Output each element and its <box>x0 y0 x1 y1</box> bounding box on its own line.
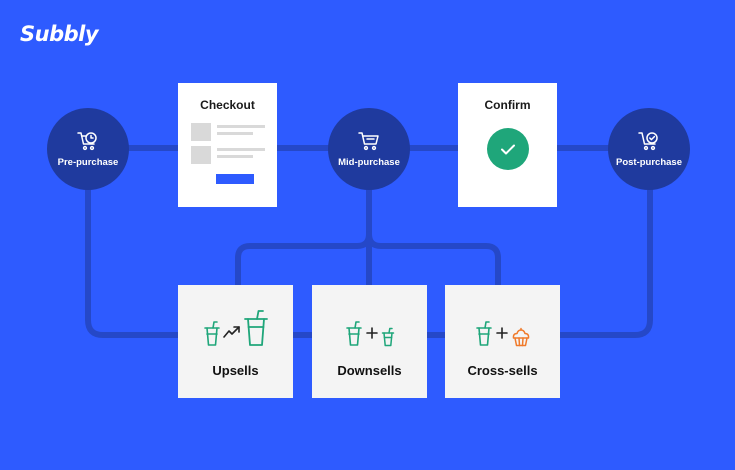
cup-icon <box>243 310 268 346</box>
post-to-crosssells-line <box>555 145 653 338</box>
plus-icon <box>365 327 378 339</box>
stage-mid-purchase: Mid-purchase <box>328 108 410 190</box>
checkout-card: Checkout <box>178 83 277 207</box>
mid-to-crosssells-line <box>366 231 501 291</box>
cup-icon <box>203 321 220 346</box>
stage-post-purchase: Post-purchase <box>608 108 690 190</box>
cart-check-icon <box>638 131 658 150</box>
upsells-icons <box>203 303 269 347</box>
upsells-label: Upsells <box>212 363 259 378</box>
mid-to-upsells-line <box>235 231 372 291</box>
trend-arrow-icon <box>222 326 240 338</box>
checkout-title: Checkout <box>200 98 255 112</box>
downsells-tile: Downsells <box>312 285 427 398</box>
downsells-label: Downsells <box>337 363 402 378</box>
cup-icon <box>475 321 492 346</box>
plus-icon <box>495 327 508 339</box>
cupcake-icon <box>512 327 529 347</box>
stage-label: Pre-purchase <box>57 156 119 168</box>
upsells-tile: Upsells <box>178 285 293 398</box>
confirm-title: Confirm <box>484 98 531 112</box>
stage-pre-purchase: Pre-purchase <box>47 108 129 190</box>
crosssells-tile: Cross-sells <box>445 285 560 398</box>
crosssells-label: Cross-sells <box>467 363 538 378</box>
checkout-form-illustration <box>191 123 265 184</box>
pre-to-upsells-line <box>85 145 183 338</box>
stage-label: Mid-purchase <box>338 156 400 168</box>
cup-icon <box>345 321 362 346</box>
confirm-card: Confirm <box>458 83 557 207</box>
downsells-icons <box>345 303 395 347</box>
crosssells-icons <box>475 303 531 347</box>
brand-logo: Subbly <box>20 22 99 46</box>
cart-clock-icon <box>77 131 97 150</box>
checkmark-icon <box>487 128 529 170</box>
cup-icon <box>381 327 394 347</box>
cart-icon <box>358 131 379 150</box>
stage-label: Post-purchase <box>616 156 682 168</box>
